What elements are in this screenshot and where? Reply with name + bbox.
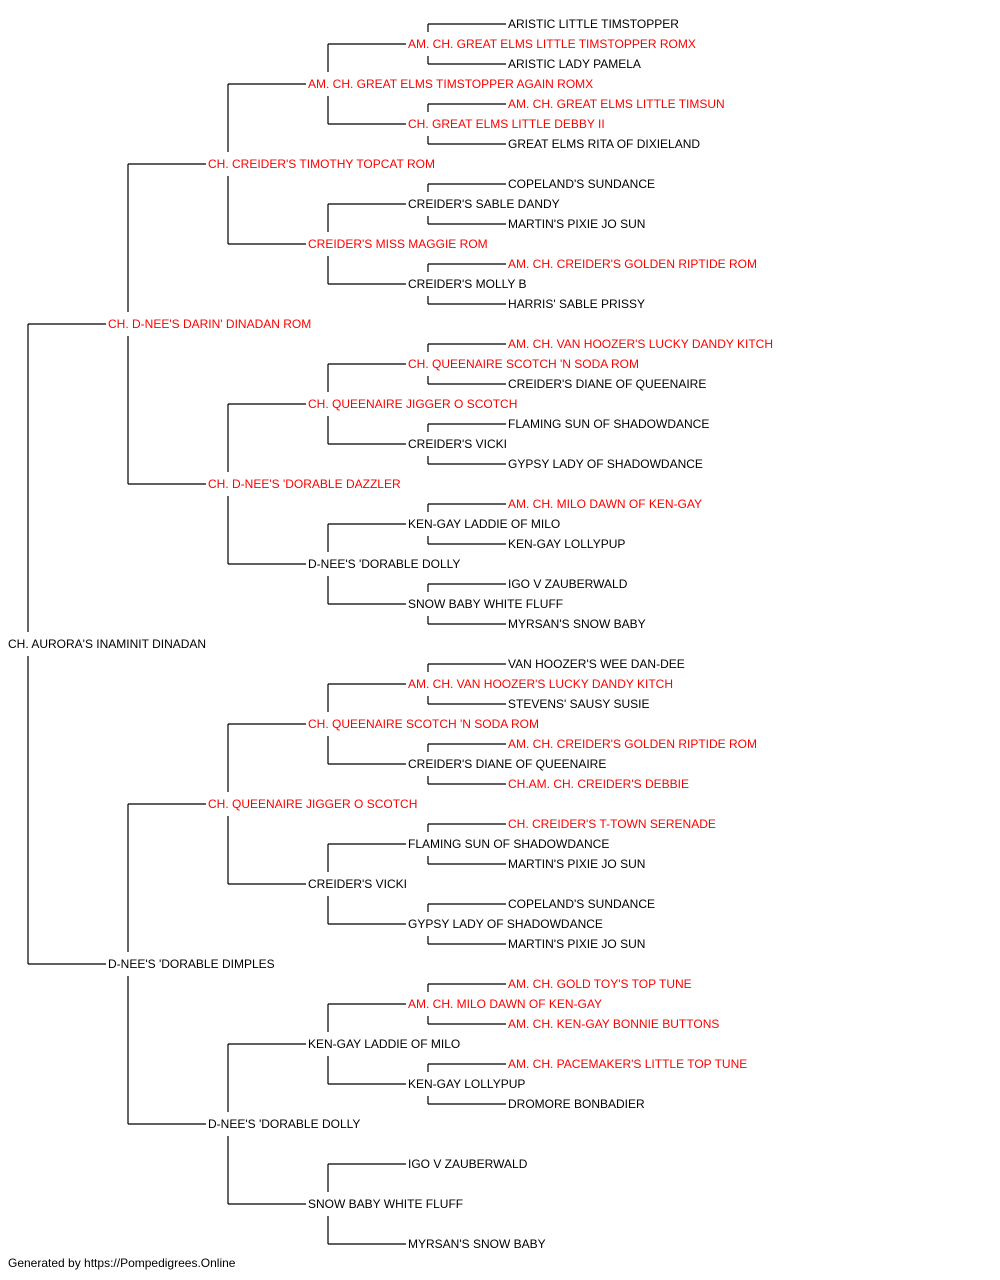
dog-name: STEVENS' SAUSY SUSIE [508, 697, 649, 711]
dog-name: ARISTIC LADY PAMELA [508, 57, 641, 71]
dog-name: CREIDER'S DIANE OF QUEENAIRE [408, 757, 606, 771]
dog-name: CH. AURORA'S INAMINIT DINADAN [8, 637, 206, 651]
dog-name: CH. D-NEE'S DARIN' DINADAN ROM [108, 317, 311, 331]
dog-name: AM. CH. KEN-GAY BONNIE BUTTONS [508, 1017, 719, 1031]
dog-name: KEN-GAY LADDIE OF MILO [408, 517, 560, 531]
dog-name: CREIDER'S DIANE OF QUEENAIRE [508, 377, 706, 391]
dog-name: SNOW BABY WHITE FLUFF [408, 597, 563, 611]
dog-name: MARTIN'S PIXIE JO SUN [508, 217, 645, 231]
dog-name: AM. CH. PACEMAKER'S LITTLE TOP TUNE [508, 1057, 747, 1071]
dog-name: GYPSY LADY OF SHADOWDANCE [408, 917, 603, 931]
dog-name: CH. CREIDER'S TIMOTHY TOPCAT ROM [208, 157, 435, 171]
dog-name: KEN-GAY LADDIE OF MILO [308, 1037, 460, 1051]
dog-name: AM. CH. GREAT ELMS TIMSTOPPER AGAIN ROMX [308, 77, 593, 91]
dog-name: COPELAND'S SUNDANCE [508, 177, 655, 191]
dog-name: FLAMING SUN OF SHADOWDANCE [508, 417, 709, 431]
dog-name: GREAT ELMS RITA OF DIXIELAND [508, 137, 700, 151]
dog-name: IGO V ZAUBERWALD [408, 1157, 528, 1171]
dog-name: CH. QUEENAIRE JIGGER O SCOTCH [308, 397, 517, 411]
dog-name: AM. CH. GREAT ELMS LITTLE TIMSUN [508, 97, 725, 111]
dog-name: IGO V ZAUBERWALD [508, 577, 628, 591]
dog-name: CH. CREIDER'S T-TOWN SERENADE [508, 817, 716, 831]
dog-name: D-NEE'S 'DORABLE DOLLY [208, 1117, 360, 1131]
dog-name: VAN HOOZER'S WEE DAN-DEE [508, 657, 685, 671]
dog-name: AM. CH. VAN HOOZER'S LUCKY DANDY KITCH [508, 337, 773, 351]
dog-name: CH. QUEENAIRE SCOTCH 'N SODA ROM [308, 717, 539, 731]
dog-name: MARTIN'S PIXIE JO SUN [508, 857, 645, 871]
dog-name: ARISTIC LITTLE TIMSTOPPER [508, 17, 679, 31]
dog-name: CREIDER'S MISS MAGGIE ROM [308, 237, 488, 251]
dog-name: HARRIS' SABLE PRISSY [508, 297, 645, 311]
dog-name: D-NEE'S 'DORABLE DOLLY [308, 557, 460, 571]
dog-name: CH.AM. CH. CREIDER'S DEBBIE [508, 777, 689, 791]
dog-name: MYRSAN'S SNOW BABY [408, 1237, 546, 1251]
dog-name: CH. D-NEE'S 'DORABLE DAZZLER [208, 477, 401, 491]
dog-name: CH. QUEENAIRE JIGGER O SCOTCH [208, 797, 417, 811]
dog-name: MARTIN'S PIXIE JO SUN [508, 937, 645, 951]
dog-name: KEN-GAY LOLLYPUP [508, 537, 625, 551]
footer-credit: Generated by https://Pompedigrees.Online [8, 1256, 236, 1270]
dog-name: SNOW BABY WHITE FLUFF [308, 1197, 463, 1211]
dog-name: CREIDER'S SABLE DANDY [408, 197, 560, 211]
dog-name: AM. CH. CREIDER'S GOLDEN RIPTIDE ROM [508, 257, 757, 271]
dog-name: AM. CH. MILO DAWN OF KEN-GAY [408, 997, 602, 1011]
dog-name: FLAMING SUN OF SHADOWDANCE [408, 837, 609, 851]
dog-name: CH. GREAT ELMS LITTLE DEBBY II [408, 117, 605, 131]
dog-name: AM. CH. VAN HOOZER'S LUCKY DANDY KITCH [408, 677, 673, 691]
dog-name: AM. CH. CREIDER'S GOLDEN RIPTIDE ROM [508, 737, 757, 751]
dog-name: DROMORE BONBADIER [508, 1097, 645, 1111]
dog-name: AM. CH. GOLD TOY'S TOP TUNE [508, 977, 692, 991]
dog-name: KEN-GAY LOLLYPUP [408, 1077, 525, 1091]
dog-name: CREIDER'S MOLLY B [408, 277, 527, 291]
dog-name: GYPSY LADY OF SHADOWDANCE [508, 457, 703, 471]
dog-name: COPELAND'S SUNDANCE [508, 897, 655, 911]
dog-name: AM. CH. GREAT ELMS LITTLE TIMSTOPPER ROM… [408, 37, 696, 51]
dog-name: D-NEE'S 'DORABLE DIMPLES [108, 957, 275, 971]
dog-name: CH. QUEENAIRE SCOTCH 'N SODA ROM [408, 357, 639, 371]
dog-name: AM. CH. MILO DAWN OF KEN-GAY [508, 497, 702, 511]
dog-name: CREIDER'S VICKI [408, 437, 507, 451]
dog-name: CREIDER'S VICKI [308, 877, 407, 891]
dog-name: MYRSAN'S SNOW BABY [508, 617, 646, 631]
